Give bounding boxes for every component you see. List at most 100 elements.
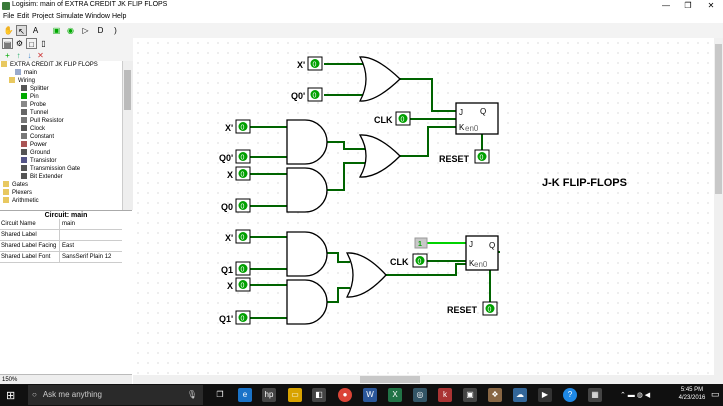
menu-help[interactable]: Help <box>112 13 127 20</box>
restore-button[interactable]: ❐ <box>684 1 692 10</box>
reset-pin[interactable]: 0 <box>488 307 492 314</box>
explorer-scroll-thumb[interactable] <box>124 70 131 110</box>
windows-start-icon[interactable]: ⊞ <box>6 390 16 402</box>
input-pin[interactable]: 0 <box>241 267 245 274</box>
menu-simulate[interactable]: Simulate <box>56 13 84 20</box>
edit-appearance-icon[interactable]: ▯ <box>41 39 46 48</box>
tree-item[interactable]: Transmission Gate <box>21 165 80 173</box>
tree-item[interactable]: Constant <box>21 133 54 141</box>
tree-item[interactable]: main <box>15 69 37 77</box>
attribute-value[interactable]: East <box>62 243 75 249</box>
and-gate-bottom-2[interactable] <box>286 279 328 325</box>
explorer-scrollbar[interactable] <box>122 61 133 210</box>
select-tool-icon[interactable]: ↖ <box>16 25 27 36</box>
file-explorer-icon[interactable]: ▭ <box>288 388 302 402</box>
output-pin-icon[interactable]: ◉ <box>67 26 74 35</box>
tree-item[interactable]: Wiring <box>9 77 35 85</box>
tree-item[interactable]: Probe <box>21 101 46 109</box>
tree-item[interactable]: Tunnel <box>21 109 48 117</box>
delete-circuit-icon[interactable]: ✕ <box>37 51 44 60</box>
toolbox-view-icon[interactable]: ▤ <box>2 38 13 49</box>
menu-window[interactable]: Window <box>85 13 110 20</box>
attribute-row[interactable]: Shared Label <box>0 230 122 241</box>
edge-browser-icon[interactable]: e <box>238 388 252 402</box>
or-gate-top[interactable] <box>358 56 401 102</box>
tree-item[interactable]: Gates <box>3 181 28 189</box>
menu-edit[interactable]: Edit <box>17 13 30 20</box>
constant-one[interactable]: 1 <box>418 241 422 248</box>
tray-icons[interactable]: ⌃ ▬ ◍ ◀ <box>620 392 651 399</box>
task-view-icon[interactable]: ❐ <box>216 390 224 399</box>
hp-icon[interactable]: hp <box>262 388 276 402</box>
input-pin[interactable]: 0 <box>313 62 317 69</box>
input-pin[interactable]: 0 <box>241 316 245 323</box>
camera-icon[interactable]: ▣ <box>463 388 477 402</box>
minimize-button[interactable]: — <box>662 1 670 10</box>
input-pin[interactable]: 0 <box>241 155 245 162</box>
add-circuit-icon[interactable]: + <box>5 51 10 60</box>
jk-flip-flop-top[interactable]: J K Q en0 <box>455 102 499 135</box>
kindle-icon[interactable]: k <box>438 388 452 402</box>
tree-item[interactable]: Transistor <box>21 157 56 165</box>
tree-item[interactable]: Pull Resistor <box>21 117 64 125</box>
edit-layout-icon[interactable]: □ <box>26 38 37 49</box>
circuit-canvas[interactable] <box>133 38 723 384</box>
canvas-vertical-scrollbar[interactable] <box>714 38 723 384</box>
app-icon[interactable]: ◎ <box>413 388 427 402</box>
input-pin[interactable]: 0 <box>241 283 245 290</box>
and-gate-top-1[interactable] <box>286 119 328 165</box>
or-gate-icon[interactable]: ) <box>114 26 117 35</box>
and-gate-bottom-1[interactable] <box>286 231 328 277</box>
reset-pin[interactable]: 0 <box>480 155 484 162</box>
tree-item[interactable]: Plexers <box>3 189 32 197</box>
tree-item[interactable]: Splitter <box>21 85 49 93</box>
and-gate-icon[interactable]: D <box>97 26 104 35</box>
input-pin[interactable]: 0 <box>313 93 317 100</box>
clock-pin[interactable]: 0 <box>418 259 422 266</box>
attribute-value[interactable]: SansSerif Plain 12 <box>62 254 112 260</box>
chrome-icon[interactable]: ● <box>338 388 352 402</box>
input-pin[interactable]: 0 <box>241 125 245 132</box>
zoom-level[interactable]: 150% <box>0 374 132 384</box>
clock-pin[interactable]: 0 <box>401 117 405 124</box>
or-gate-mid[interactable] <box>358 134 401 178</box>
or-gate-bottom[interactable] <box>345 252 387 298</box>
close-button[interactable]: ✕ <box>707 1 715 10</box>
notifications-icon[interactable]: ▭ <box>711 389 720 399</box>
move-down-icon[interactable]: ↓ <box>27 51 32 60</box>
tree-item[interactable]: Arithmetic <box>3 197 39 205</box>
logisim-taskbar-icon[interactable]: ▦ <box>588 388 602 402</box>
excel-icon[interactable]: X <box>388 388 402 402</box>
store-icon[interactable]: ◧ <box>312 388 326 402</box>
attribute-value[interactable]: main <box>62 221 76 227</box>
tree-item[interactable]: Ground <box>21 149 50 157</box>
move-up-icon[interactable]: ↑ <box>16 51 21 60</box>
tree-item[interactable]: Power <box>21 141 47 149</box>
menu-file[interactable]: File <box>3 13 15 20</box>
input-pin-icon[interactable]: ▣ <box>52 26 61 35</box>
simulation-tree-icon[interactable]: ⚙ <box>15 39 24 48</box>
help-icon[interactable]: ? <box>563 388 577 402</box>
taskbar-clock[interactable]: 5:45 PM 4/23/2016 <box>675 386 709 402</box>
and-gate-top-2[interactable] <box>286 167 328 213</box>
not-gate-icon[interactable]: ▷ <box>82 26 89 35</box>
tree-project-root[interactable]: EXTRA CREDIT JK FLIP FLOPS <box>1 61 98 69</box>
tree-item[interactable]: Pin <box>21 93 39 101</box>
input-pin[interactable]: 0 <box>241 235 245 242</box>
books-icon[interactable]: ❖ <box>488 388 502 402</box>
input-pin[interactable]: 0 <box>241 204 245 211</box>
jk-flip-flop-bottom[interactable]: J K Q en0 <box>465 235 499 271</box>
poke-tool-icon[interactable]: ✋ <box>3 26 14 35</box>
canvas-vertical-scroll-thumb[interactable] <box>715 44 722 194</box>
search-box[interactable]: ○Ask me anything 🎙 <box>28 385 203 405</box>
onedrive-icon[interactable]: ☁ <box>513 388 527 402</box>
tree-item[interactable]: Clock <box>21 125 45 133</box>
media-icon[interactable]: ▶ <box>538 388 552 402</box>
canvas-horizontal-scrollbar[interactable] <box>133 375 714 384</box>
canvas-horizontal-scroll-thumb[interactable] <box>360 376 420 383</box>
tree-item[interactable]: Bit Extender <box>21 173 63 181</box>
word-icon[interactable]: W <box>363 388 377 402</box>
